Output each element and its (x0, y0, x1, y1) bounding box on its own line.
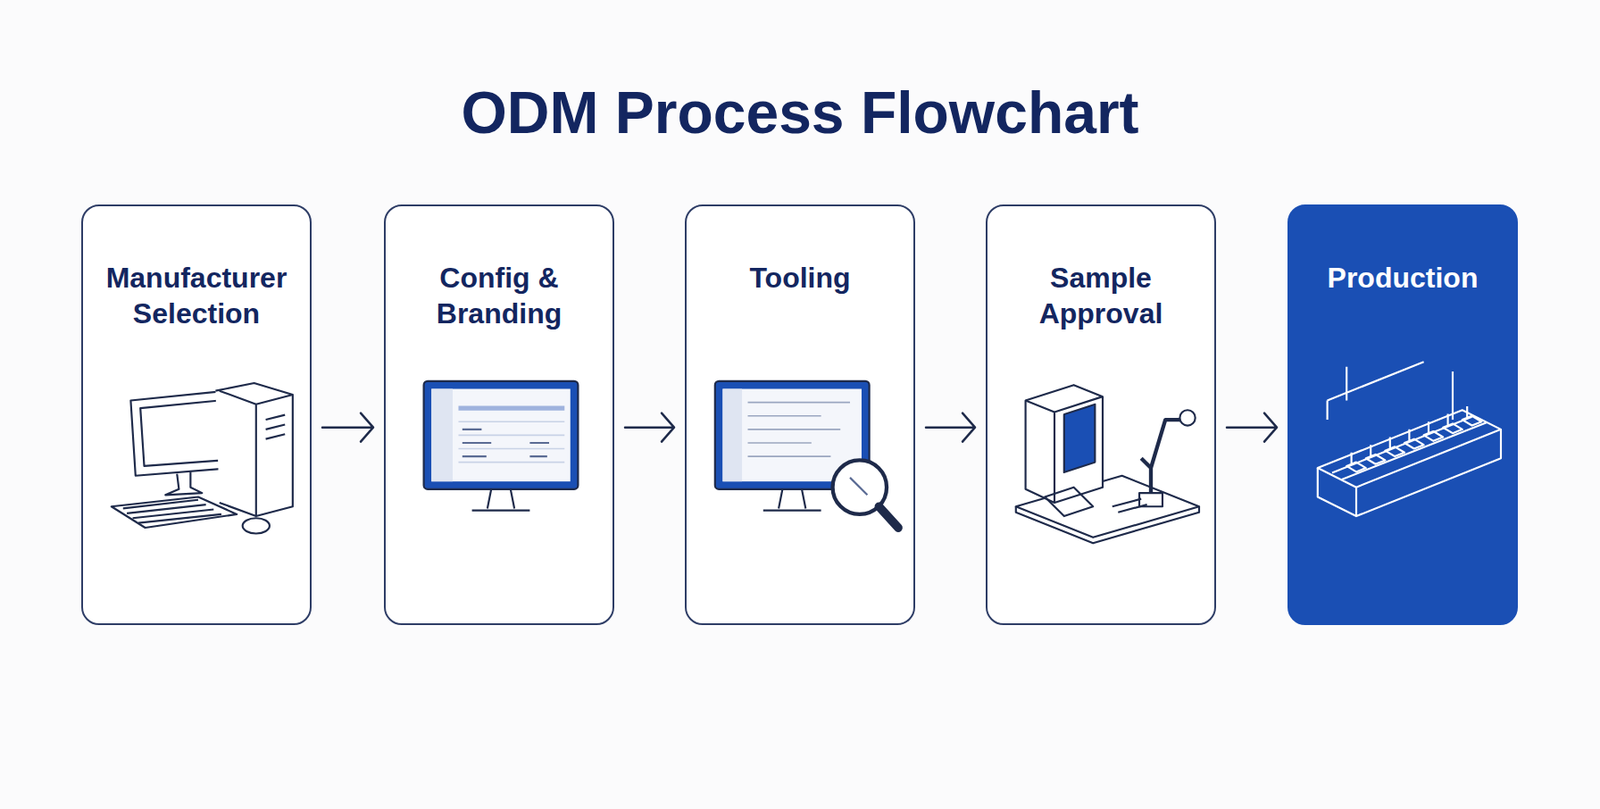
process-box: Sample Approval (985, 204, 1217, 625)
illustration-use (111, 383, 293, 534)
arrow-line (322, 413, 374, 442)
flow-arrow (322, 413, 374, 442)
illustration-use (715, 381, 899, 528)
flow-arrow (625, 413, 675, 442)
step-label: Manufacturer Selection (83, 259, 310, 332)
step-label: Sample Approval (987, 259, 1215, 332)
illustration-use (424, 381, 579, 511)
flow-arrow (925, 413, 975, 442)
step-label: Production (1289, 259, 1517, 296)
flow-arrow (1226, 413, 1277, 442)
diagram-title: ODM Process Flowchart (0, 78, 1600, 147)
process-box: Manufacturer Selection (81, 204, 312, 625)
illustration-use (1317, 361, 1501, 517)
arrow-line (1226, 413, 1277, 442)
step-label: Tooling (686, 259, 914, 296)
arrow-line (625, 413, 675, 442)
highlight-step-box: Production (1287, 204, 1518, 625)
process-box: Config & Branding (383, 204, 615, 625)
arrow-line (925, 413, 975, 442)
step-label: Config & Branding (385, 259, 613, 332)
illustration-use (1016, 384, 1200, 543)
process-box: Tooling (684, 204, 916, 625)
